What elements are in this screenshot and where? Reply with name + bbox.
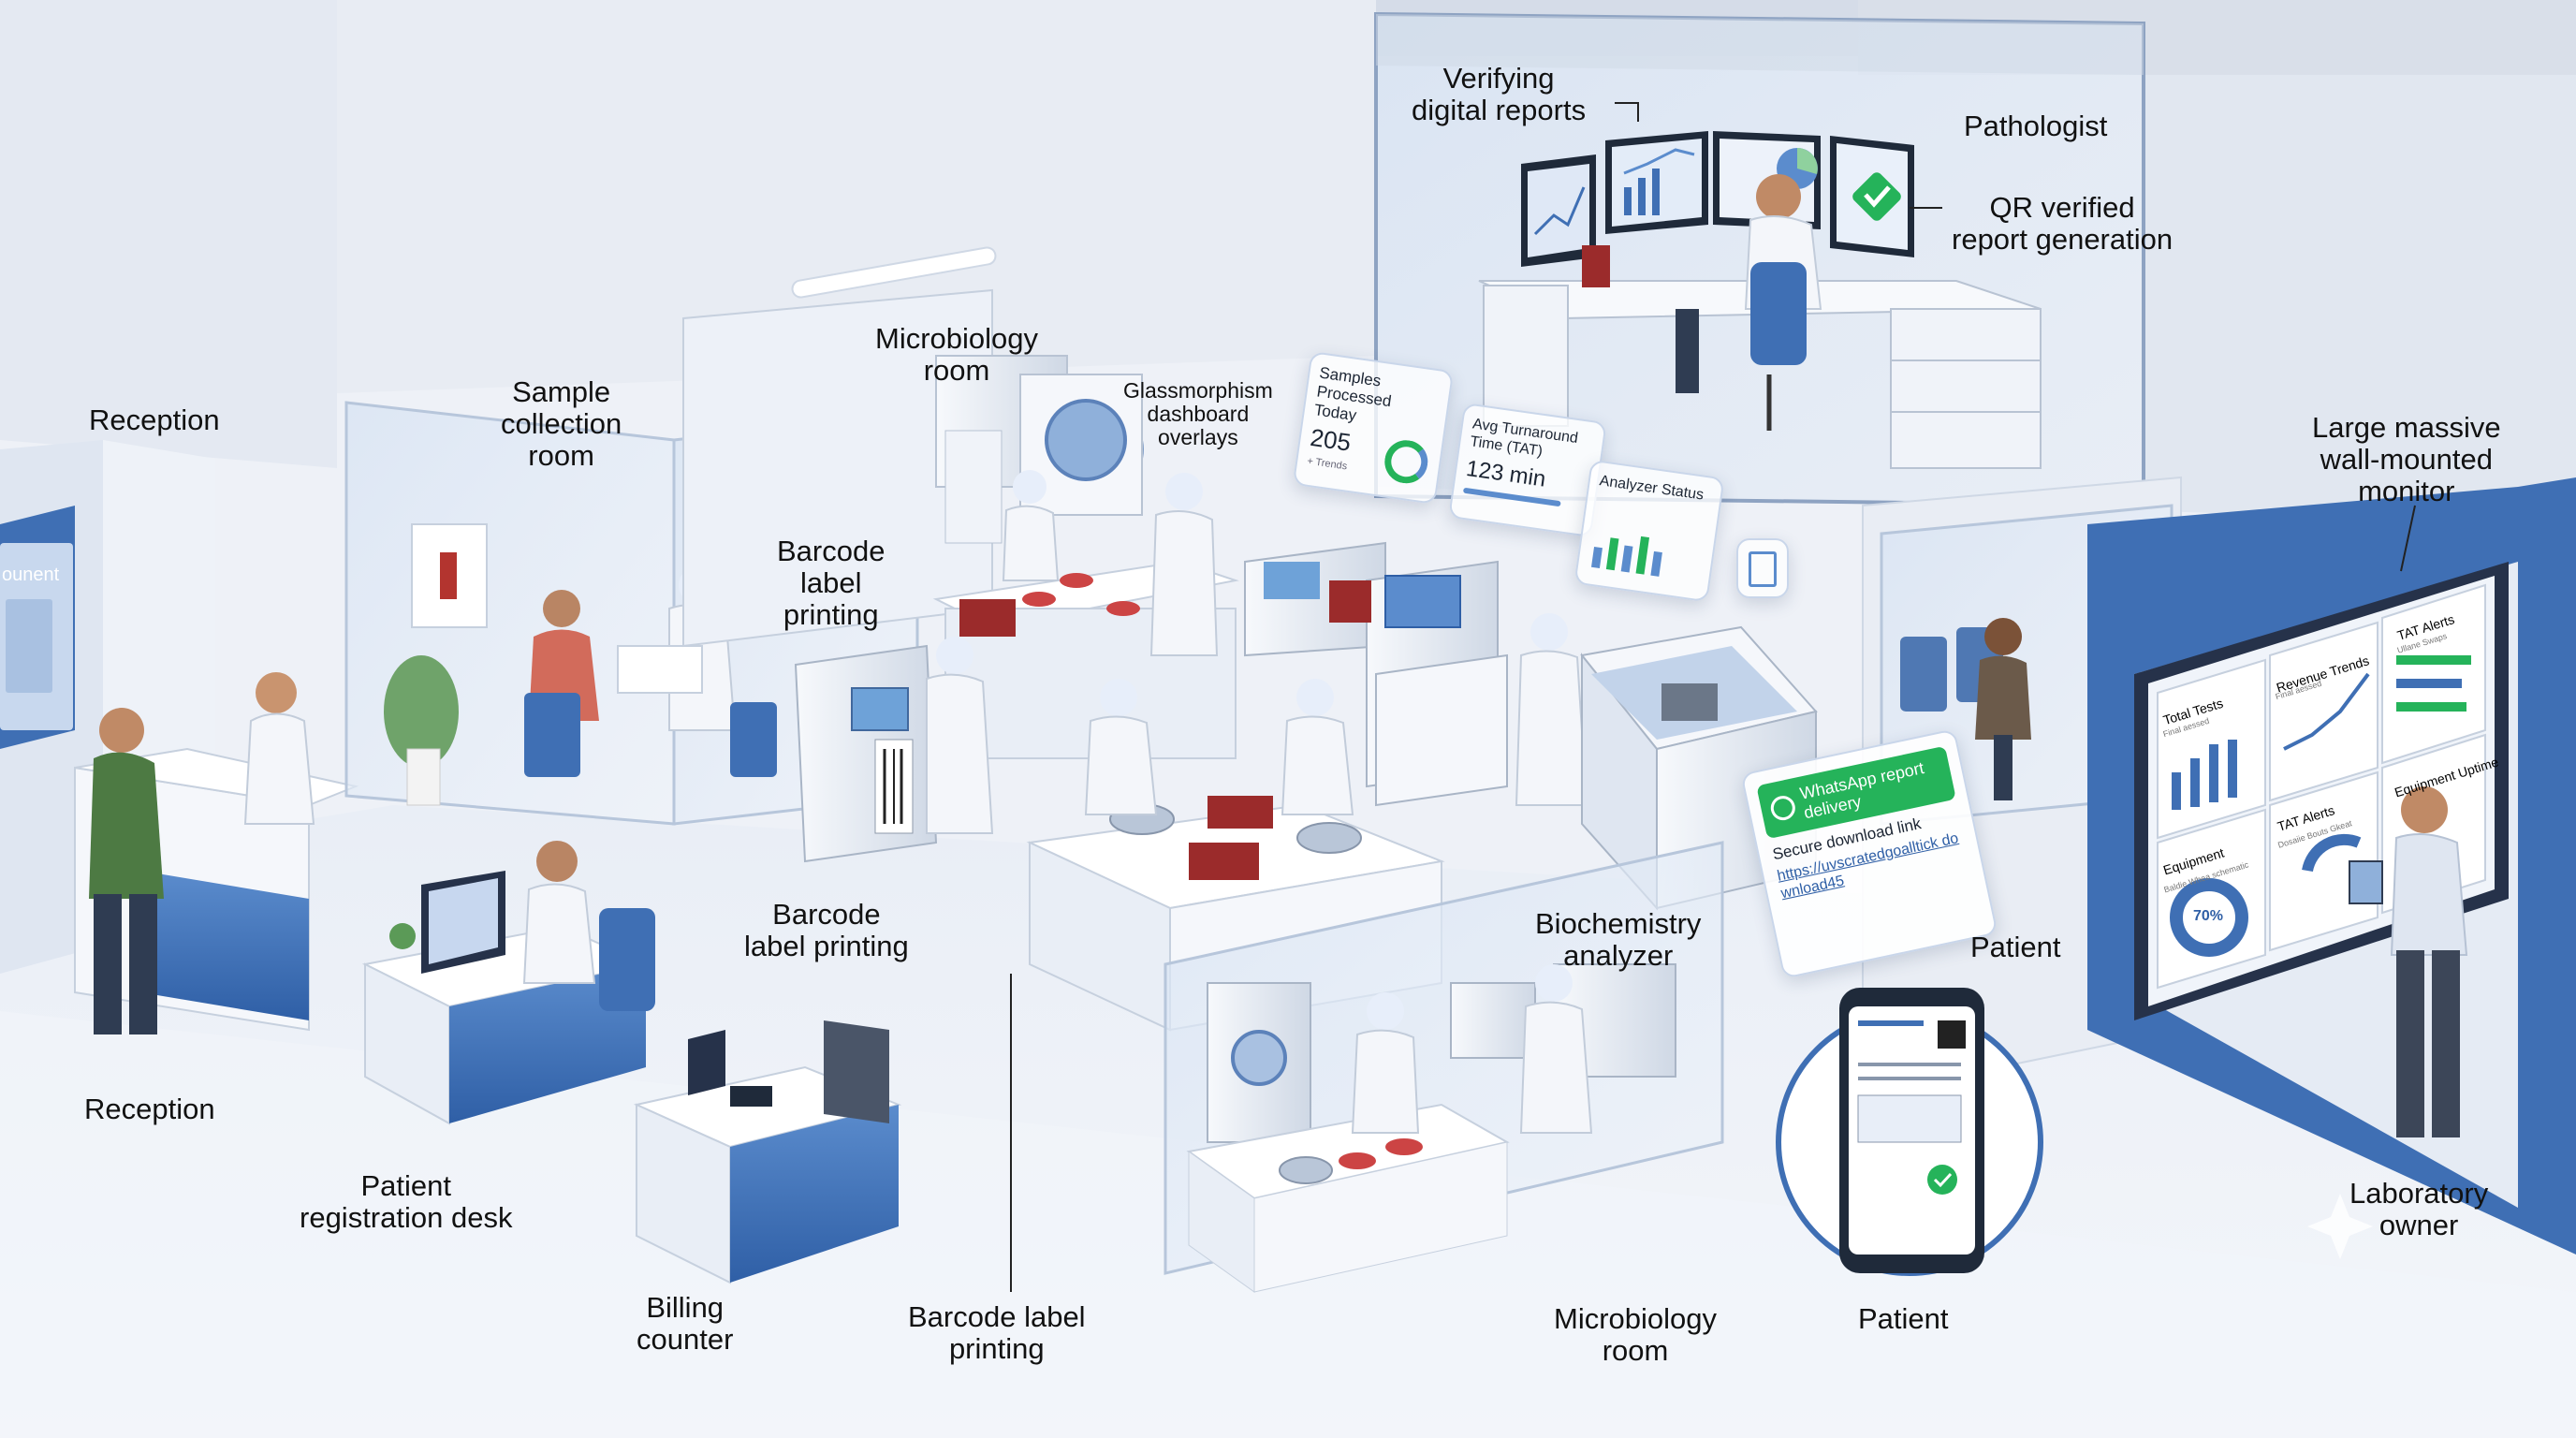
billing-counter bbox=[633, 1020, 902, 1284]
label-line: Patient bbox=[1858, 1302, 1949, 1335]
label-line: room bbox=[1602, 1334, 1669, 1367]
label-sample-collection-room: Sample collection room bbox=[501, 376, 622, 472]
label-pathologist: Pathologist bbox=[1964, 110, 2107, 142]
overlay-analyzer-card: Analyzer Status bbox=[1573, 459, 1725, 603]
label-patient-waiting: Patient bbox=[1970, 932, 2061, 963]
label-line: Reception bbox=[89, 404, 220, 436]
overlay-samples-card: Samples Processed Today 205 + Trends bbox=[1292, 350, 1455, 506]
label-glassmorphism-overlays: Glassmorphism dashboard overlays bbox=[1123, 379, 1273, 449]
label-line: Microbiology bbox=[1554, 1302, 1718, 1335]
laboratory-owner-figure bbox=[2349, 786, 2468, 1137]
label-line: wall-mounted bbox=[2320, 443, 2493, 476]
label-line: registration desk bbox=[300, 1201, 513, 1234]
reception-sign-text: ounent bbox=[2, 565, 60, 585]
whatsapp-icon bbox=[1768, 793, 1798, 823]
leader-lines bbox=[1010, 102, 2416, 1292]
label-reception-bottom: Reception bbox=[84, 1093, 215, 1125]
label-qr-verified: QR verified report generation bbox=[1952, 192, 2173, 256]
microbiology-room-top bbox=[682, 288, 1239, 759]
document-icon bbox=[1749, 551, 1777, 587]
label-line: report generation bbox=[1952, 223, 2174, 256]
label-line: label bbox=[799, 566, 862, 599]
label-line: label printing bbox=[744, 930, 909, 962]
label-line: Sample bbox=[512, 375, 611, 408]
label-biochemistry-analyzer: Biochemistry analyzer bbox=[1535, 908, 1701, 972]
reception-visitor-figure bbox=[89, 708, 164, 1034]
status-bar bbox=[1620, 545, 1633, 573]
analyzer-status-bars bbox=[1591, 530, 1664, 577]
status-bar bbox=[1635, 536, 1650, 575]
status-bar bbox=[1591, 546, 1603, 569]
label-microbiology-room-top: Microbiology room bbox=[875, 323, 1038, 387]
label-line: analyzer bbox=[1563, 939, 1674, 972]
label-line: Reception bbox=[84, 1093, 215, 1125]
label-verifying-digital-reports: Verifying digital reports bbox=[1412, 63, 1586, 126]
label-line: Verifying bbox=[1442, 62, 1555, 95]
label-patient-registration-desk: Patient registration desk bbox=[300, 1170, 512, 1234]
label-line: Pathologist bbox=[1964, 110, 2108, 142]
patient-registration-desk bbox=[361, 841, 655, 1125]
label-line: collection bbox=[501, 407, 622, 440]
label-line: Patient bbox=[360, 1169, 451, 1202]
label-line: counter bbox=[637, 1323, 734, 1356]
label-line: Laboratory bbox=[2349, 1177, 2489, 1210]
label-line: Patient bbox=[1970, 931, 2061, 963]
label-line: Barcode bbox=[772, 898, 881, 931]
label-line: Barcode bbox=[777, 535, 886, 567]
microbiology-room-bottom bbox=[1164, 841, 1724, 1293]
barcode-printer-machine bbox=[794, 637, 994, 863]
label-microbiology-room-bottom: Microbiology room bbox=[1554, 1303, 1717, 1367]
overlay-report-icon-card bbox=[1736, 538, 1789, 598]
label-laboratory-owner: Laboratory owner bbox=[2349, 1178, 2488, 1241]
label-line: QR verified bbox=[1989, 191, 2135, 224]
receptionist-figure bbox=[243, 672, 315, 825]
ceiling-light bbox=[791, 246, 997, 299]
label-barcode-printing-2: Barcode label printing bbox=[744, 899, 909, 962]
label-line: Large massive bbox=[2312, 411, 2501, 444]
label-line: room bbox=[528, 439, 594, 472]
label-line: monitor bbox=[2358, 475, 2455, 507]
label-line: Biochemistry bbox=[1535, 907, 1702, 940]
label-line: Barcode label bbox=[908, 1300, 1086, 1333]
label-barcode-printing-1: Barcode label printing bbox=[777, 536, 885, 631]
monitor-donut-value: 70% bbox=[2193, 908, 2224, 924]
label-line: dashboard bbox=[1147, 402, 1250, 426]
label-line: printing bbox=[783, 598, 879, 631]
label-line: printing bbox=[948, 1332, 1045, 1365]
pathologist-room bbox=[1374, 11, 2145, 508]
status-bar bbox=[1605, 537, 1619, 571]
label-line: Microbiology bbox=[875, 322, 1039, 355]
label-patient-phone: Patient bbox=[1858, 1303, 1949, 1335]
biochemistry-analyzer bbox=[1580, 625, 1818, 911]
label-line: room bbox=[923, 354, 990, 387]
label-line: Billing bbox=[646, 1291, 724, 1324]
label-billing-counter: Billing counter bbox=[637, 1292, 733, 1356]
whatsapp-delivery-card: WhatsApp report delivery Secure download… bbox=[1740, 728, 1998, 979]
analyzer-machines bbox=[1244, 541, 1588, 807]
patient-phone bbox=[1776, 988, 2043, 1276]
label-barcode-printing-3: Barcode label printing bbox=[908, 1301, 1086, 1365]
label-large-wall-monitor: Large massive wall-mounted monitor bbox=[2312, 412, 2501, 507]
sparkle-icon bbox=[2307, 1194, 2373, 1259]
label-reception-top: Reception bbox=[89, 404, 220, 436]
label-line: Glassmorphism bbox=[1123, 378, 1273, 403]
label-line: owner bbox=[2378, 1209, 2459, 1241]
status-bar bbox=[1650, 550, 1662, 577]
label-line: digital reports bbox=[1412, 94, 1587, 126]
label-line: overlays bbox=[1158, 425, 1238, 449]
